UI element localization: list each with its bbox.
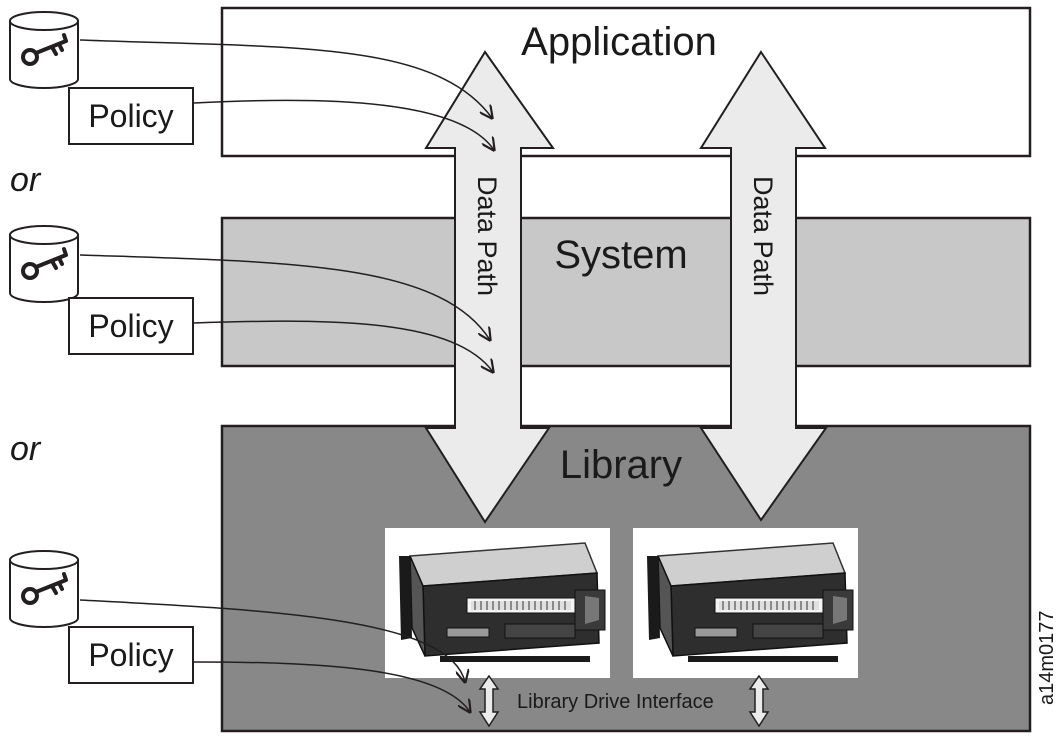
or-label-1: or [10, 161, 42, 199]
library-drive-interface-label: Library Drive Interface [517, 691, 714, 713]
connector-key-application [79, 39, 492, 118]
interface-arrow-2 [748, 674, 770, 728]
connector-policy-library [193, 661, 470, 712]
application-layer [220, 6, 1032, 158]
data-path-label-1: Data Path [472, 176, 502, 296]
application-layer-title: Application [521, 20, 717, 64]
or-label-2: or [10, 430, 42, 468]
library-layer [220, 424, 1032, 733]
key-database-icon [8, 549, 80, 629]
data-path-arrow-1 [424, 50, 555, 524]
tape-drive-image-1 [384, 527, 611, 679]
system-layer-title: System [554, 233, 687, 277]
policy-label-system: Policy [88, 308, 173, 344]
connector-policy-application [193, 99, 494, 150]
policy-box-library [68, 626, 194, 684]
tape-drive-image-2 [632, 527, 859, 679]
library-layer-title: Library [560, 443, 682, 487]
system-layer [220, 216, 1032, 368]
policy-box-application [68, 87, 194, 145]
connector-key-system [79, 254, 490, 340]
key-database-icon [8, 10, 80, 90]
data-path-arrow-2 [699, 50, 828, 522]
interface-arrow-1 [478, 674, 500, 728]
figure-id: a14m0177 [1036, 610, 1057, 705]
policy-label-application: Policy [88, 98, 173, 134]
data-path-label-2: Data Path [748, 176, 778, 296]
policy-label-library: Policy [88, 637, 173, 673]
connector-key-library [79, 599, 465, 682]
policy-box-system [68, 297, 194, 355]
connector-policy-system [193, 320, 493, 372]
key-database-icon [8, 224, 80, 304]
